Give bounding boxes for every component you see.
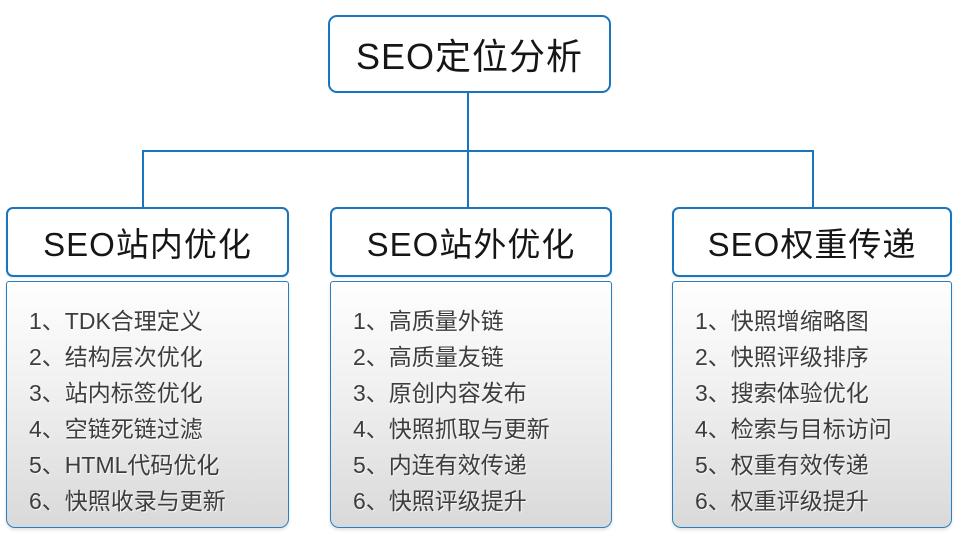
list-item: 1、高质量外链 [353,308,504,334]
root-node: SEO定位分析 [328,15,611,93]
list-item: 2、快照评级排序 [695,344,869,370]
column-onsite: SEO站内优化 1、TDK合理定义 2、结构层次优化 3、站内标签优化 4、空链… [6,207,289,528]
list-item: 5、HTML代码优化 [29,452,220,478]
connector-right-vertical [812,150,814,208]
column-weight-header: SEO权重传递 [672,207,952,277]
list-item: 6、快照评级提升 [353,488,527,514]
column-onsite-title: SEO站内优化 [43,226,252,263]
root-node-title: SEO定位分析 [355,36,584,77]
list-item: 5、权重有效传递 [695,452,869,478]
list-item: 4、检索与目标访问 [695,416,892,442]
column-offsite: SEO站外优化 1、高质量外链 2、高质量友链 3、原创内容发布 4、快照抓取与… [330,207,612,528]
column-onsite-list: 1、TDK合理定义 2、结构层次优化 3、站内标签优化 4、空链死链过滤 5、H… [6,281,289,528]
connector-left-vertical [142,150,144,208]
list-item: 1、TDK合理定义 [29,308,203,334]
list-item: 6、快照收录与更新 [29,488,226,514]
column-offsite-title: SEO站外优化 [366,226,576,263]
list-item: 5、内连有效传递 [353,452,527,478]
column-weight-list: 1、快照增缩略图 2、快照评级排序 3、搜索体验优化 4、检索与目标访问 5、权… [672,281,952,528]
list-item: 3、原创内容发布 [353,380,527,406]
list-item: 1、快照增缩略图 [695,308,869,334]
list-item: 3、搜索体验优化 [695,380,869,406]
column-weight-title: SEO权重传递 [707,226,917,263]
column-weight: SEO权重传递 1、快照增缩略图 2、快照评级排序 3、搜索体验优化 4、检索与… [672,207,952,528]
column-onsite-header: SEO站内优化 [6,207,289,277]
connector-horizontal [142,150,814,152]
list-item: 2、高质量友链 [353,344,504,370]
column-offsite-list: 1、高质量外链 2、高质量友链 3、原创内容发布 4、快照抓取与更新 5、内连有… [330,281,612,528]
list-item: 2、结构层次优化 [29,344,203,370]
list-item: 4、快照抓取与更新 [353,416,550,442]
list-item: 6、权重评级提升 [695,488,869,514]
list-item: 3、站内标签优化 [29,380,203,406]
list-item: 4、空链死链过滤 [29,416,203,442]
column-offsite-header: SEO站外优化 [330,207,612,277]
